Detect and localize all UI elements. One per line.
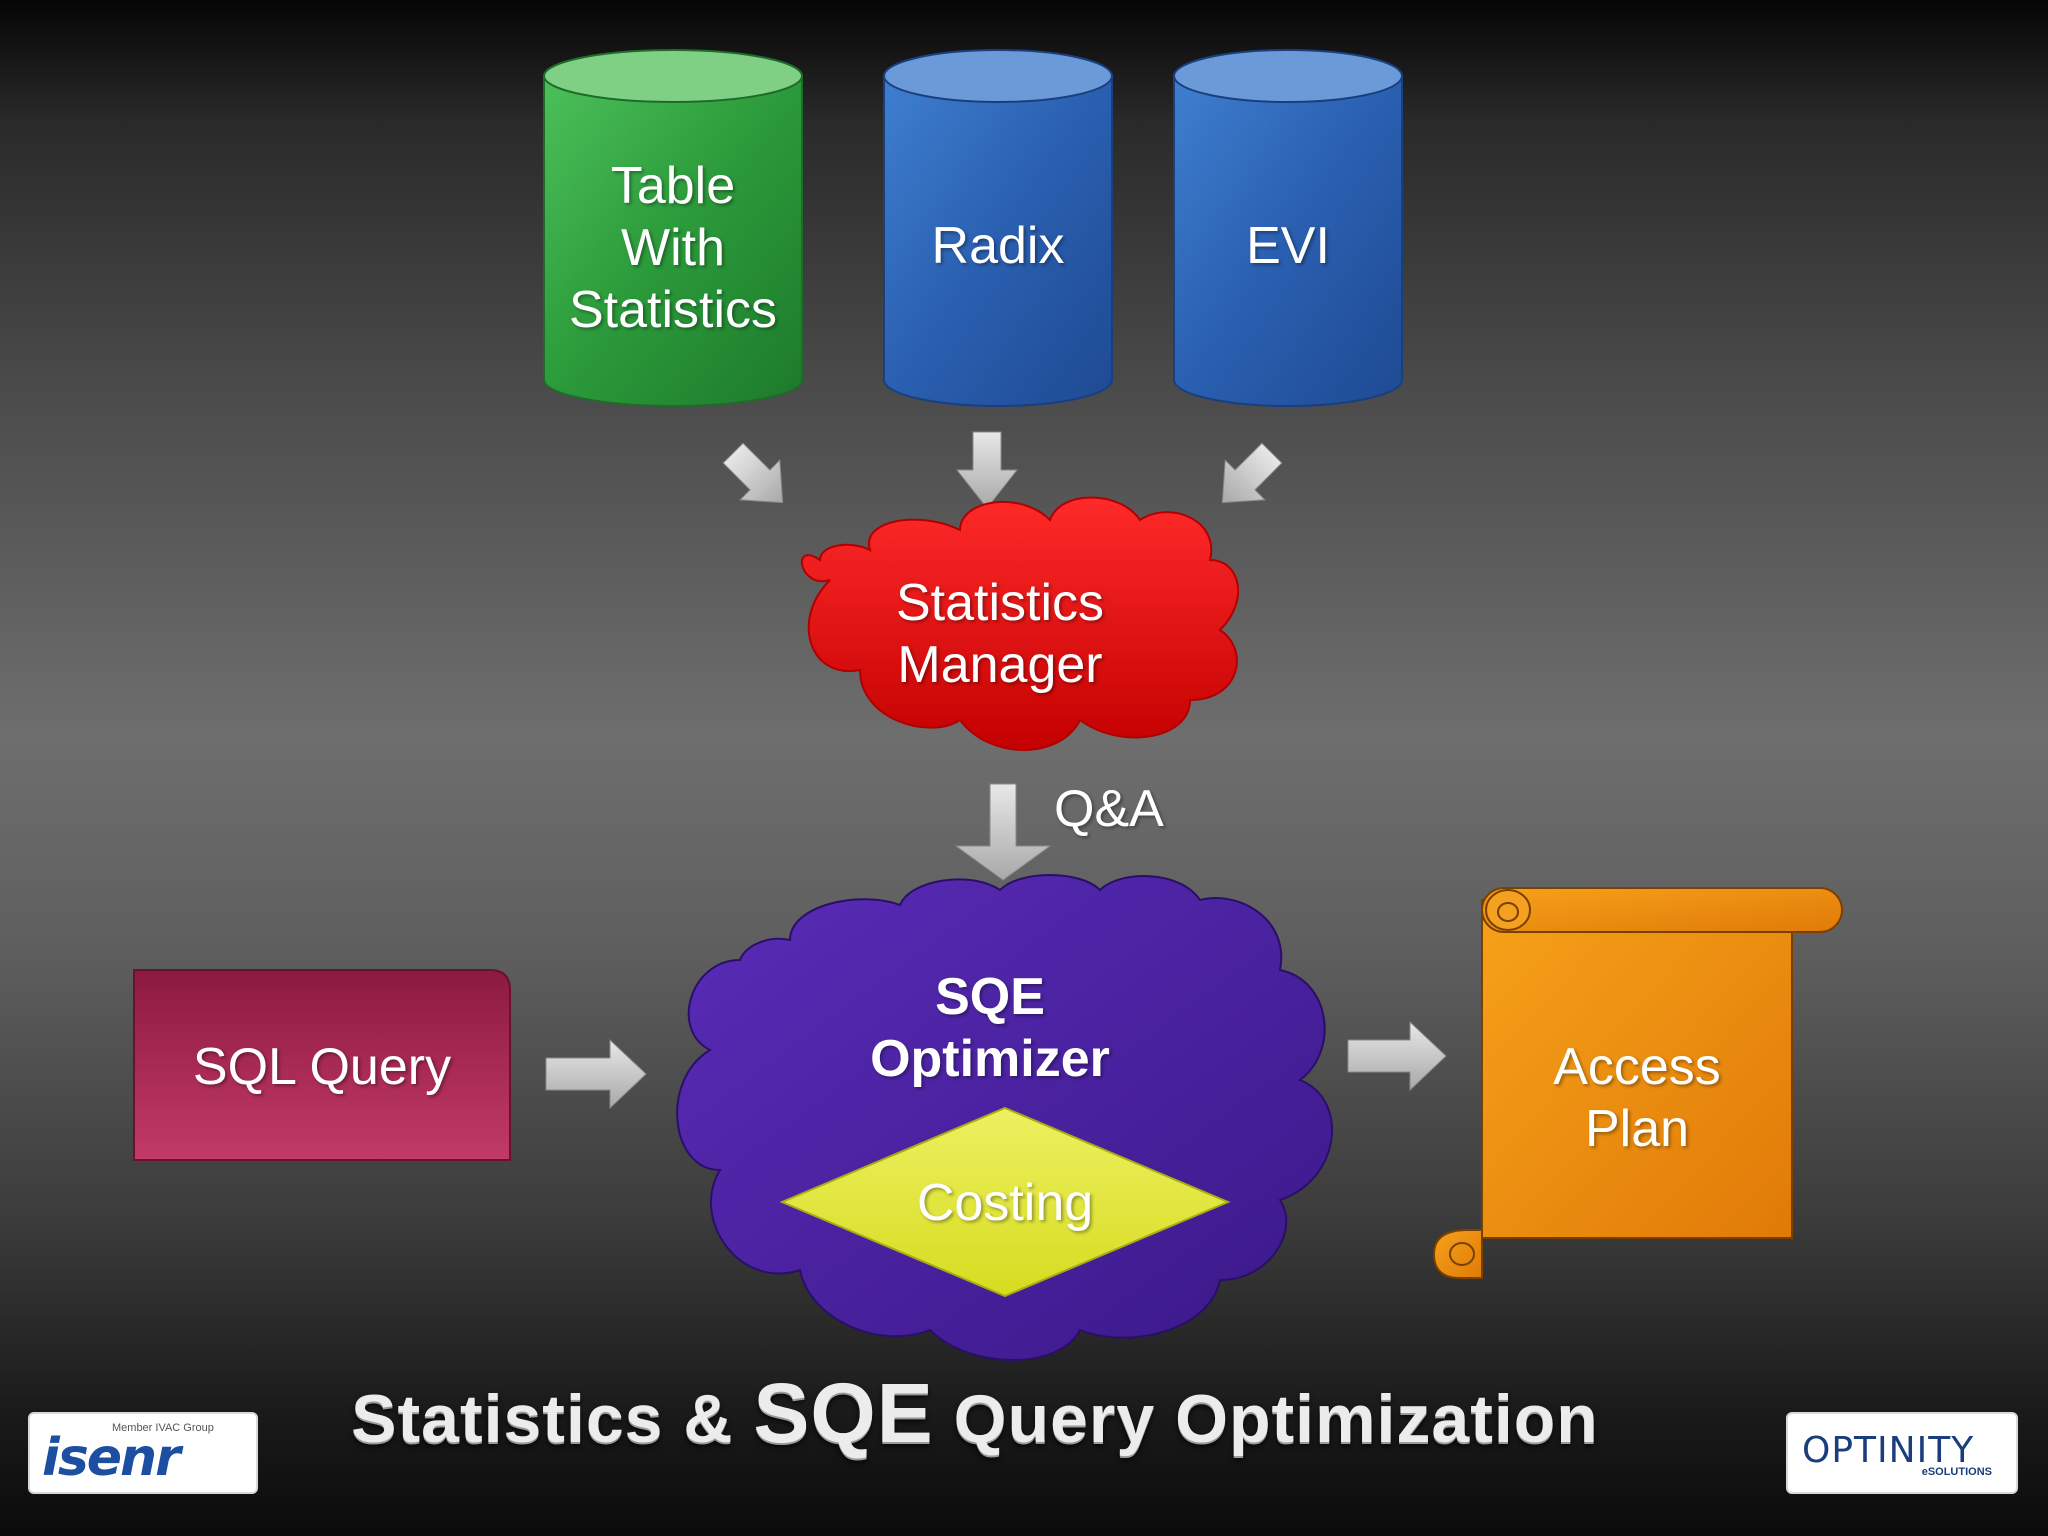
radix-label: Radix xyxy=(931,217,1065,275)
arrow-optimizer-to-plan xyxy=(1347,1020,1447,1092)
statistics-manager-label: Statistics Manager xyxy=(850,572,1150,696)
cylinder-radix xyxy=(883,49,1113,407)
isenr-member-text: Member IVAC Group xyxy=(112,1422,214,1434)
label-line-statistics: Statistics xyxy=(568,281,778,339)
plan-line: Plan xyxy=(1584,1100,1690,1158)
access-plan-label: Access Plan xyxy=(1482,1036,1792,1160)
access-line: Access xyxy=(1553,1038,1721,1096)
optimizer-line: Optimizer xyxy=(870,1030,1110,1088)
table-with-statistics-label: Table With Statistics xyxy=(544,155,802,341)
optinity-logo: OPTINITY eSOLUTIONS xyxy=(1786,1412,2018,1494)
optinity-logo-text: OPTINITY xyxy=(1802,1430,1975,1471)
isenr-logo: Member IVAC Group isenr xyxy=(28,1412,258,1494)
costing-diamond xyxy=(779,1106,1231,1298)
sql-query-box xyxy=(133,969,511,1161)
label-line-with: With xyxy=(621,219,725,277)
sql-query-label: SQL Query xyxy=(192,1038,452,1096)
arrow-evi-to-manager xyxy=(1221,442,1283,504)
access-plan-scroll xyxy=(1432,887,1843,1279)
arrow-table-to-manager xyxy=(722,442,784,504)
cylinder-evi xyxy=(1173,49,1403,407)
arrow-sql-to-optimizer xyxy=(545,1038,647,1110)
title-part-sqe: SQE xyxy=(753,1366,934,1460)
statistics-manager-cloud xyxy=(801,496,1239,751)
title-part-statistics: Statistics & xyxy=(351,1381,754,1457)
arrow-radix-to-manager xyxy=(955,431,1019,509)
evi-label: EVI xyxy=(1246,217,1330,275)
title-part-query-optimization: Query Optimization xyxy=(933,1381,1599,1457)
statistics-manager-line2: Manager xyxy=(897,636,1103,694)
qa-label: Q&A xyxy=(1054,780,1164,838)
cylinder-table-with-statistics xyxy=(543,49,803,407)
sqe-optimizer-label: SQE Optimizer xyxy=(840,966,1140,1090)
sqe-line: SQE xyxy=(935,968,1045,1026)
slide-title: Statistics & SQE Query Optimization xyxy=(250,1365,1700,1462)
label-line-table: Table xyxy=(610,157,736,215)
statistics-manager-line1: Statistics xyxy=(895,574,1105,632)
arrow-manager-to-optimizer xyxy=(954,783,1052,881)
costing-label: Costing xyxy=(916,1174,1094,1232)
isenr-logo-text: isenr xyxy=(42,1428,181,1488)
optinity-sub-text: eSOLUTIONS xyxy=(1921,1466,1992,1478)
